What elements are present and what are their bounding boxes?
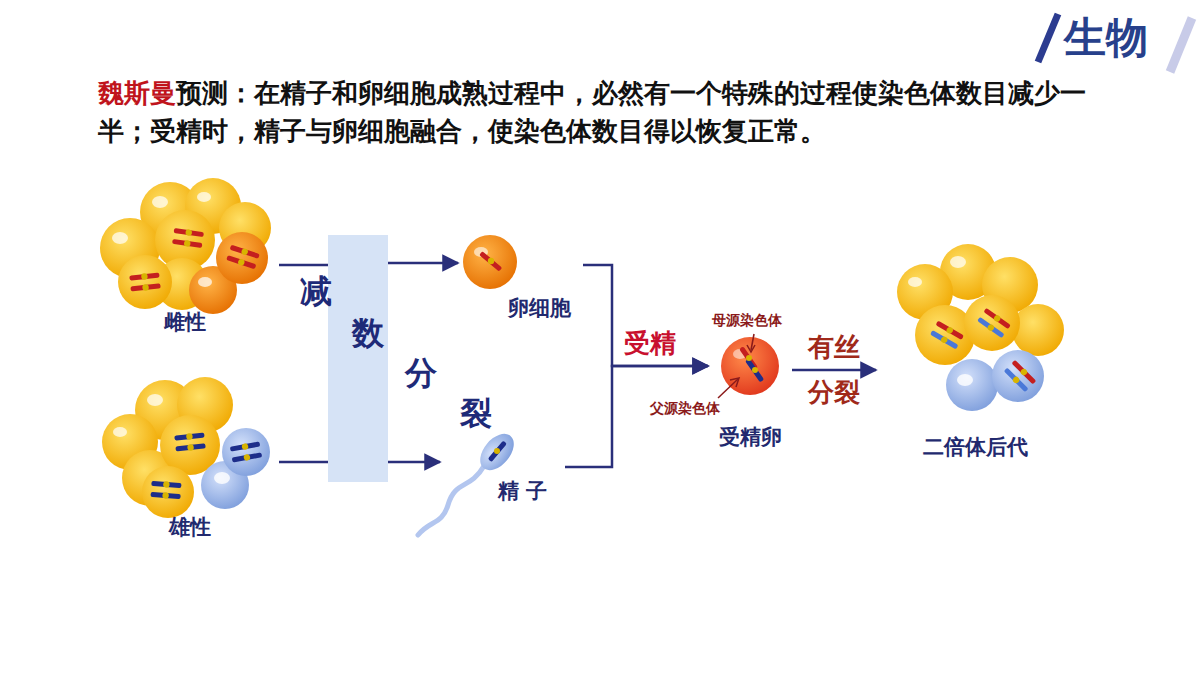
svg-ellipse: [152, 196, 168, 208]
svg-circle: [463, 235, 517, 289]
svg-circle: [118, 255, 172, 309]
svg-circle: [216, 232, 268, 284]
zygote-cell: [718, 334, 779, 398]
svg-path: [747, 345, 755, 352]
svg-rect: [479, 251, 502, 272]
svg-use: [977, 307, 1012, 338]
svg-ellipse: [113, 427, 127, 437]
svg-ellipse: [197, 192, 211, 202]
heading-block: 魏斯曼预测：在精子和卵细胞成熟过程中，必然有一个特殊的过程使染色体数目减少一半；…: [98, 74, 1118, 150]
svg-use: [150, 480, 181, 499]
svg-circle: [992, 350, 1044, 402]
svg-circle: [494, 448, 500, 454]
subject-badge-text: 生物: [1064, 10, 1148, 66]
svg-line: [718, 379, 738, 398]
connector: [279, 264, 328, 267]
band-label: 减数分裂: [328, 235, 388, 482]
svg-ellipse: [112, 232, 128, 244]
heading-text: 预测：在精子和卵细胞成熟过程中，必然有一个特殊的过程使染色体数目减少一半；受精时…: [98, 78, 1086, 146]
connector: [792, 369, 876, 372]
female-cells: [100, 178, 271, 314]
svg-circle: [488, 258, 494, 264]
svg-use: [174, 432, 206, 452]
svg-use: [226, 244, 260, 270]
offspring-cells: [897, 244, 1064, 411]
svg-circle: [964, 295, 1020, 351]
svg-use: [172, 227, 204, 248]
connector: [583, 265, 708, 366]
connector: [388, 461, 440, 464]
svg-use: [1003, 359, 1037, 393]
svg-rect: [488, 441, 507, 463]
band-char: 裂: [460, 397, 492, 429]
meiosis-band: 减数分裂: [328, 235, 388, 482]
svg-circle: [222, 428, 270, 476]
band-char: 数: [352, 317, 384, 349]
callout-label: 父源染色体: [650, 400, 720, 418]
svg-use: [129, 272, 161, 292]
svg-use: [930, 320, 965, 350]
svg-ellipse: [474, 428, 521, 477]
svg-ellipse: [957, 374, 973, 386]
zygote-node: 受精卵: [708, 330, 792, 455]
connector: [388, 262, 458, 265]
connector: [565, 366, 708, 467]
node-label: 雌性: [91, 308, 279, 336]
male-group: 雄性: [101, 385, 279, 545]
svg-rect: [739, 346, 758, 370]
edge-label: 受精: [624, 326, 676, 361]
female-group: 雌性: [91, 175, 279, 340]
svg-circle: [946, 359, 998, 411]
svg-ellipse: [214, 472, 230, 484]
svg-circle: [752, 367, 758, 373]
svg-use: [230, 441, 263, 463]
band-char: 减: [300, 275, 332, 307]
svg-circle: [746, 355, 752, 361]
node-label: 卵细胞: [508, 294, 571, 322]
svg-rect: [745, 358, 764, 382]
svg-path: [418, 466, 484, 535]
male-cells: [102, 377, 270, 518]
svg-ellipse: [950, 256, 966, 268]
node-label: 雄性: [101, 513, 279, 541]
svg-ellipse: [147, 394, 163, 406]
node-label: 受精卵: [708, 423, 792, 451]
svg-ellipse: [198, 277, 212, 287]
svg-circle: [142, 466, 194, 518]
node-label: 二倍体后代: [876, 433, 1074, 461]
offspring-node: 二倍体后代: [876, 240, 1074, 465]
band-char: 分: [405, 357, 437, 389]
node-label: 精 子: [498, 477, 547, 505]
egg-node: 卵细胞: [458, 232, 583, 322]
svg-line: [1170, 18, 1192, 72]
svg-path: [730, 378, 739, 387]
svg-line: [1038, 14, 1058, 62]
egg-cell: [463, 235, 517, 289]
svg-circle: [1012, 304, 1064, 356]
callout-label: 母源染色体: [712, 312, 782, 330]
connector: [279, 461, 328, 464]
edge-label: 有丝 分裂: [803, 325, 865, 416]
sperm-node: 精 子: [440, 425, 565, 535]
heading-name: 魏斯曼: [98, 78, 176, 108]
svg-ellipse: [908, 277, 922, 287]
